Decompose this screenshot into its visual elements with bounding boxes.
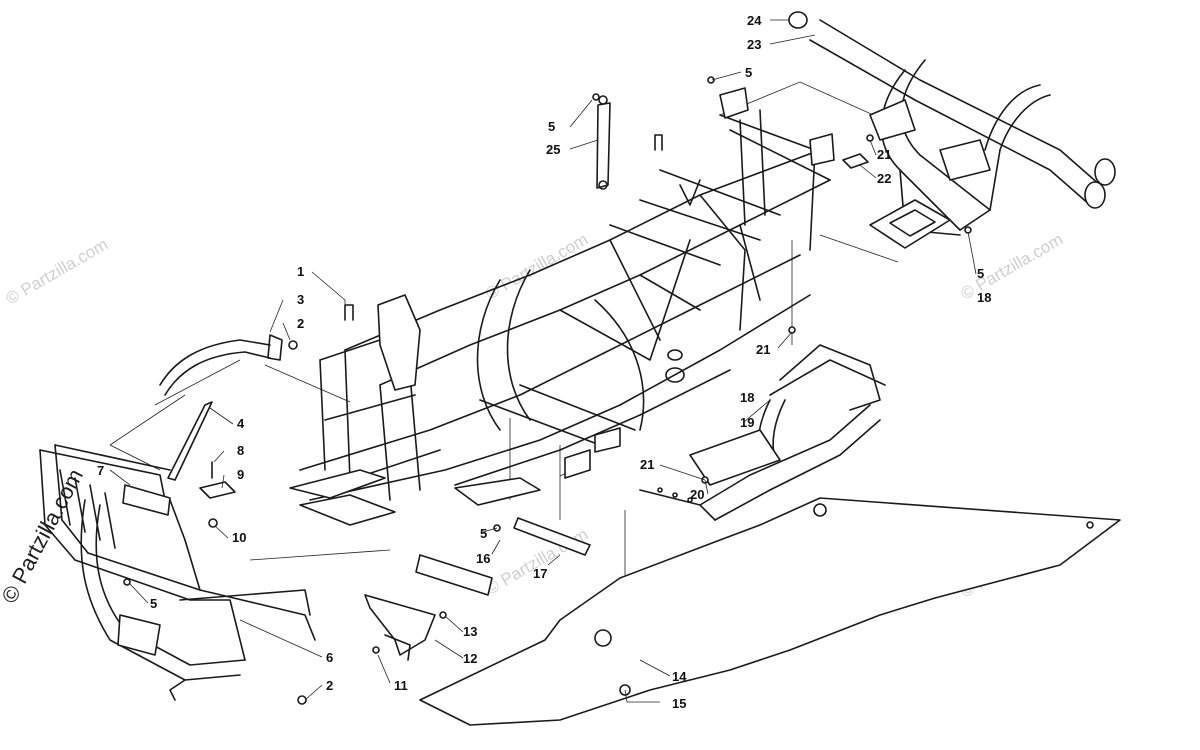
main-frame: [289, 87, 835, 526]
callout-1: 1: [297, 264, 304, 279]
callout-15: 15: [672, 696, 686, 711]
callout-22: 22: [877, 171, 891, 186]
fasteners: [123, 76, 972, 705]
leader-lines: [109, 19, 977, 703]
callout-17: 17: [533, 566, 547, 581]
callout-3: 3: [297, 292, 304, 307]
watermark-text: © Partzilla.com: [483, 230, 592, 304]
callout-11: 11: [394, 678, 408, 693]
watermark-text: © Partzilla.com: [3, 235, 112, 309]
protector-strip: [513, 517, 591, 556]
callout-14: 14: [672, 669, 687, 684]
callout-10: 10: [232, 530, 246, 545]
callout-18: 18: [977, 290, 991, 305]
rear-rack: [809, 19, 1116, 236]
callout-23: 23: [747, 37, 761, 52]
callout-8: 8: [237, 443, 244, 458]
front-bumper: [39, 444, 316, 701]
assembly-guide-lines: [109, 81, 899, 575]
callout-21: 21: [877, 147, 891, 162]
callout-25: 25: [546, 142, 560, 157]
callout-21: 21: [756, 342, 770, 357]
callout-4: 4: [237, 416, 245, 431]
front-bracket: [364, 594, 436, 661]
callout-18: 18: [740, 390, 754, 405]
skid-plate: [419, 497, 1121, 726]
strut: [167, 401, 213, 481]
bumper-cap: [788, 11, 808, 29]
callout-12: 12: [463, 651, 477, 666]
small-hardware: [199, 461, 236, 528]
callout-13: 13: [463, 624, 477, 639]
callout-numbers: 1 3 2 4 8 9 10 7 5 6 2 11 12 13 16 17 5 …: [97, 13, 991, 711]
callout-6: 6: [326, 650, 333, 665]
rear-strut: [596, 95, 611, 190]
callout-19: 19: [740, 415, 754, 430]
callout-5: 5: [548, 119, 555, 134]
rear-tray: [869, 199, 951, 249]
callout-16: 16: [476, 551, 490, 566]
rear-bracket-assembly: [639, 344, 886, 521]
watermark-text: © Partzilla.com: [958, 230, 1067, 304]
callout-9: 9: [237, 467, 244, 482]
bumper-brace: [159, 334, 283, 396]
callout-5: 5: [150, 596, 157, 611]
callout-20: 20: [690, 487, 704, 502]
callout-2: 2: [297, 316, 304, 331]
callout-7: 7: [97, 463, 104, 478]
protector-pad: [415, 554, 493, 596]
callout-2: 2: [326, 678, 333, 693]
callout-24: 24: [747, 13, 762, 28]
pad: [842, 153, 869, 169]
callout-21: 21: [640, 457, 654, 472]
callout-5: 5: [745, 65, 752, 80]
callout-5: 5: [977, 266, 984, 281]
callout-5: 5: [480, 526, 487, 541]
